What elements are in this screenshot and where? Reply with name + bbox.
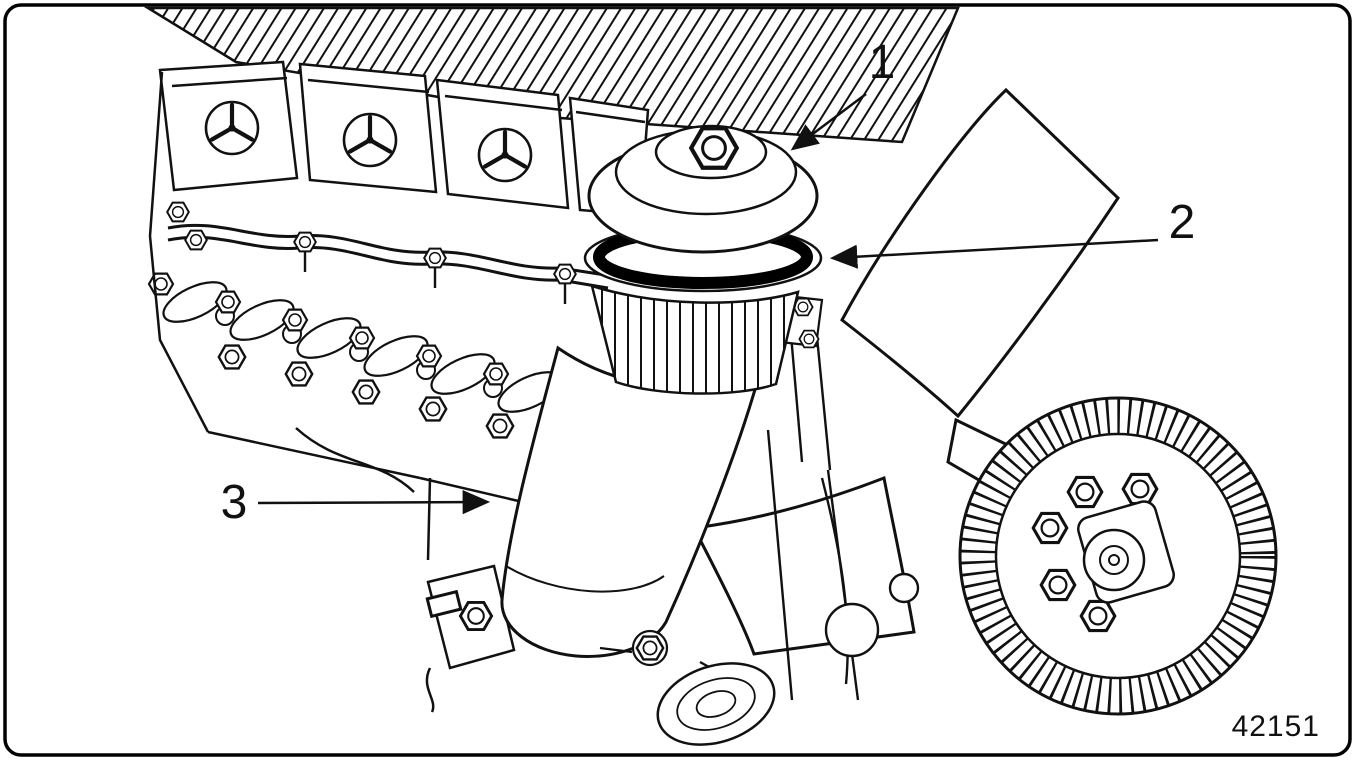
oil-filter-cap xyxy=(587,124,819,254)
callout-3-label: 3 xyxy=(221,476,248,529)
filter-ribbed-collar xyxy=(590,284,800,395)
fan-spider xyxy=(820,477,920,685)
callout-3-arrow xyxy=(257,490,491,515)
figure-number: 42151 xyxy=(1232,710,1320,743)
cap-hex-plug xyxy=(691,128,737,168)
crank-pulley xyxy=(656,662,776,746)
pulley-center-hub xyxy=(1077,500,1175,604)
callout-1: 1 xyxy=(790,36,896,151)
callout-2-arrow xyxy=(829,238,1159,269)
bottom-mount xyxy=(599,629,669,667)
callout-2: 2 xyxy=(829,196,1196,269)
mounting-bracket-hardware xyxy=(425,589,494,631)
callout-1-arrow xyxy=(790,93,867,151)
callout-1-label: 1 xyxy=(869,36,896,89)
callout-2-label: 2 xyxy=(1169,196,1196,249)
fan-drive-pulley xyxy=(958,396,1278,716)
callout-3: 3 xyxy=(221,476,491,529)
